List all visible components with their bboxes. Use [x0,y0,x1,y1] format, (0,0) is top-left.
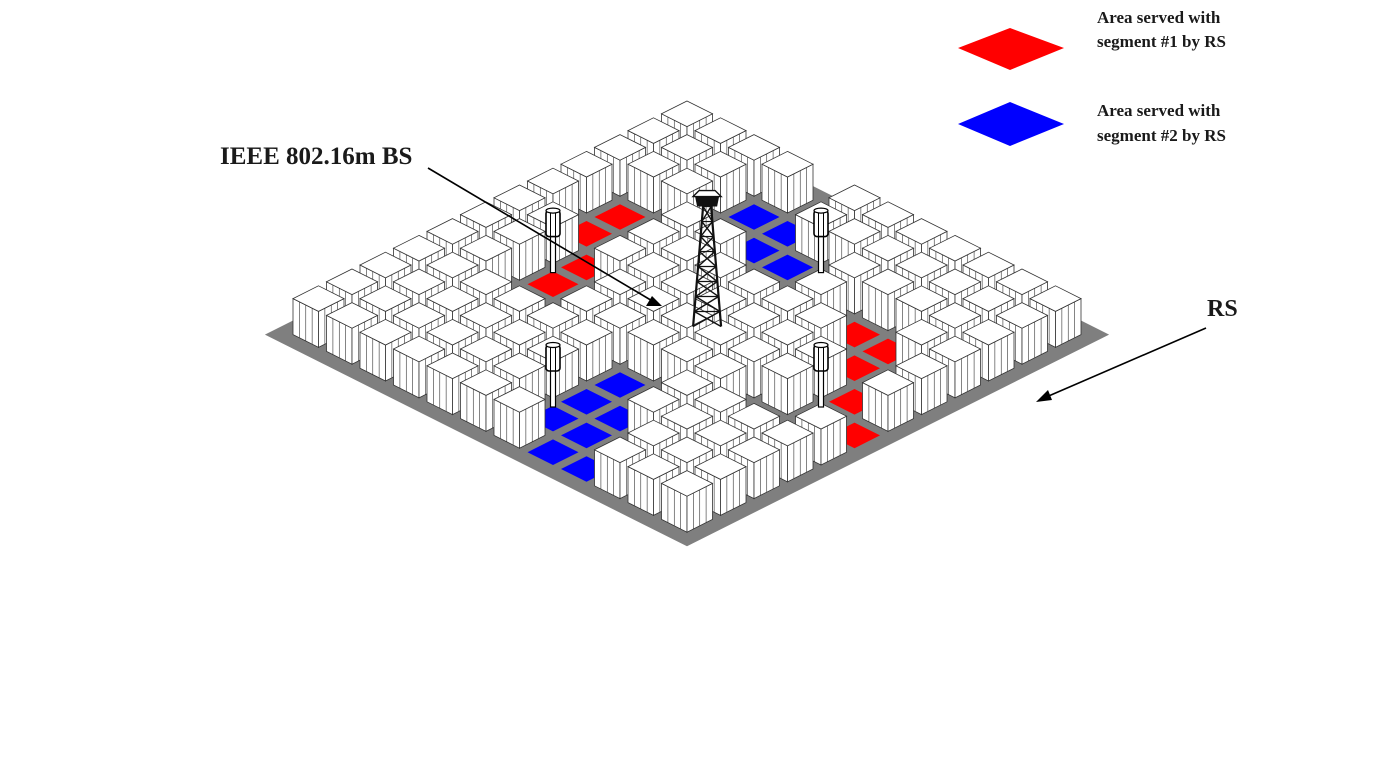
building-block [863,370,914,432]
legend-swatch-segment-1 [958,28,1064,70]
legend-item-1-line2: segment #1 by RS [1097,32,1226,51]
building-block [762,353,813,415]
legend-item-1-line1: Area served with [1097,8,1221,27]
legend: Area served with segment #1 by RS Area s… [958,8,1226,146]
rs-label: RS [1207,296,1238,322]
building-block [662,471,713,533]
building-block [494,387,545,449]
bs-label: IEEE 802.16m BS [220,143,412,170]
rs-arrowhead [1036,390,1052,402]
legend-item-2-line1: Area served with [1097,101,1221,120]
legend-swatch-segment-2 [958,102,1064,146]
building-block [762,151,813,213]
legend-item-2-line2: segment #2 by RS [1097,126,1226,145]
